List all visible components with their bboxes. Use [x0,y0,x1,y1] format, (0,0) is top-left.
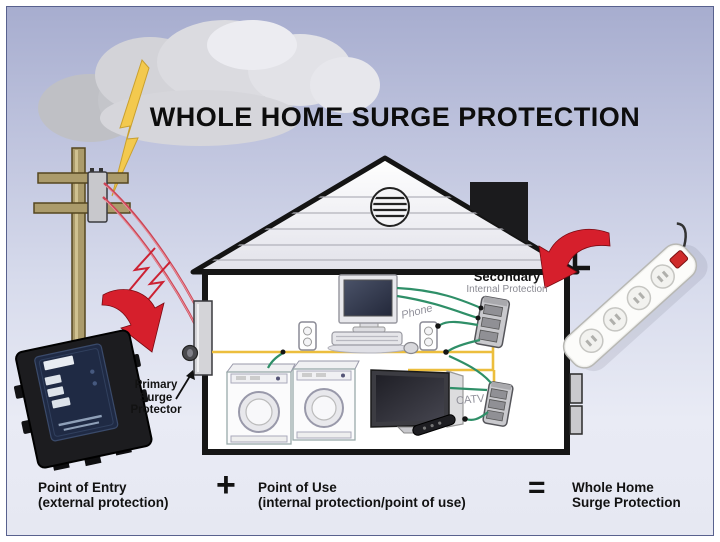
phone-surge-protector [473,295,511,349]
equation-entry-subtitle: (external protection) [38,495,169,510]
equation-entry: Point of Entry (external protection) [38,480,169,510]
storm-cloud [38,20,380,146]
primary-protector-label: Primary Surge Protector [118,379,194,417]
secondary-label-title: Secondary [473,269,541,284]
primary-label-line2: Surge [139,391,173,404]
lightning-bolt [111,59,150,197]
plus-sign: + [216,466,236,504]
house-roof [190,155,580,275]
equation-use-title: Point of Use [258,480,337,495]
power-strip-switch [669,250,689,269]
surge-arrow-secondary [538,229,611,289]
television [370,369,464,434]
page-title: WHOLE HOME SURGE PROTECTION [149,102,641,132]
catv-surge-protector [482,381,514,427]
wall-outlet-2 [419,321,438,351]
equation-entry-title: Point of Entry [38,480,127,495]
washer [226,363,296,445]
secondary-label-subtitle: Internal Protection [466,284,548,295]
computer-monitor [338,274,398,333]
attic-vent [370,187,410,227]
equation-use: Point of Use (internal protection/point … [258,480,466,510]
secondary-protector-label: Secondary Internal Protection [448,269,566,295]
pole-transformer [87,168,108,223]
wall-outlet-1 [298,321,317,351]
dryer [292,360,360,441]
computer-keyboard [331,331,403,346]
catv-cables [448,355,492,422]
label-arrow [175,370,195,400]
chimney [470,182,528,244]
electric-meter [181,300,213,376]
primary-label-line3: Protector [130,404,182,416]
phone-cables [396,286,484,355]
equals-sign: = [528,471,546,504]
equation-result-line1: Whole Home [572,480,654,495]
equation-use-subtitle: (internal protection/point of use) [258,495,466,510]
power-strip [562,222,708,372]
utility-pole [33,147,131,436]
surge-arrow-primary [101,289,165,353]
computer-mouse [403,341,419,355]
surge-zigzag [127,247,171,307]
power-lines [102,182,204,335]
equation-result-line2: Surge Protection [572,495,681,510]
primary-surge-protector-device [13,329,153,471]
catv-label: CATV [455,392,485,408]
equation-result: Whole Home Surge Protection [572,480,681,510]
primary-label-line1: Primary [134,379,178,391]
exterior-boxes [569,373,583,435]
tv-remote [412,414,456,436]
